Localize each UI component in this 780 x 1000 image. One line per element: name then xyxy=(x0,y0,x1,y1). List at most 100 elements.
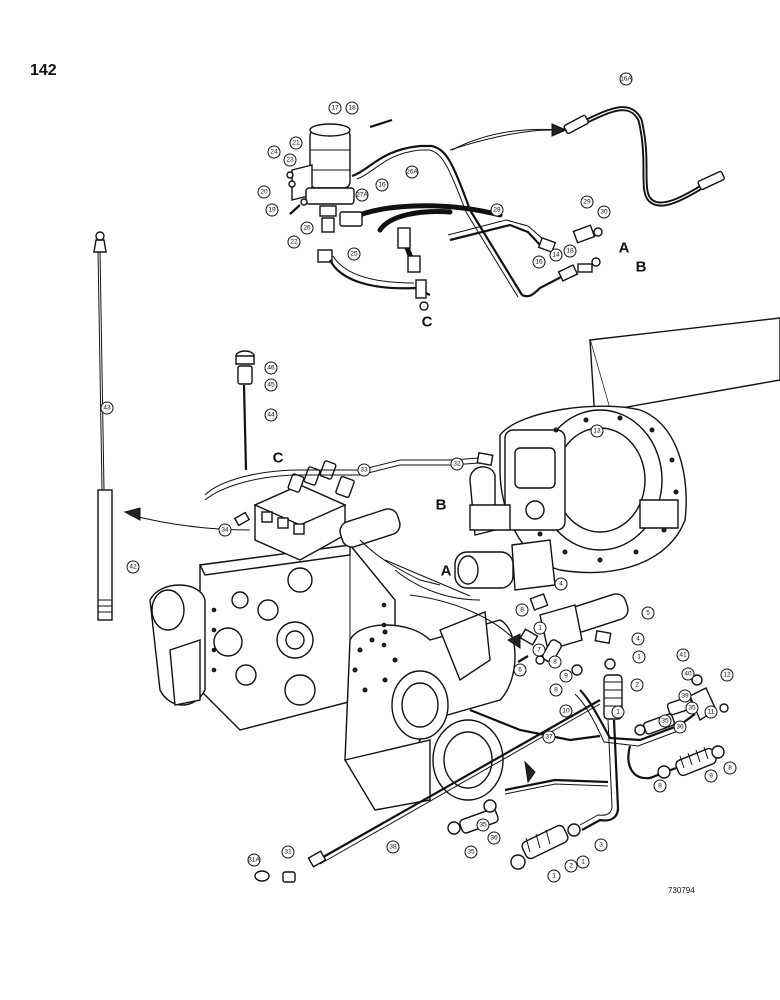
callout-14: 14 xyxy=(549,248,563,262)
svg-text:39: 39 xyxy=(681,693,689,700)
dipstick-tube xyxy=(93,231,113,621)
svg-text:1: 1 xyxy=(552,873,556,880)
letter-references: A B C C B A xyxy=(273,240,647,580)
callout-16: 16 xyxy=(532,255,546,269)
callout-8e: 8 xyxy=(653,779,667,793)
svg-text:36: 36 xyxy=(676,724,684,731)
callout-22: 21 xyxy=(289,136,303,150)
callout-46: 46 xyxy=(264,361,278,375)
filter-tubes xyxy=(329,144,603,311)
callout-10: 10 xyxy=(559,704,573,718)
callout-26a: 26 xyxy=(300,221,314,235)
callout-27a: 27A xyxy=(355,188,369,202)
callout-31a: 31A xyxy=(247,853,261,867)
callout-28: 28 xyxy=(490,203,504,217)
svg-text:38: 38 xyxy=(389,844,397,851)
letter-b-lower: B xyxy=(436,497,447,514)
svg-text:31: 31 xyxy=(284,849,292,856)
callout-8c: 8 xyxy=(549,683,563,697)
callout-29: 29 xyxy=(580,195,594,209)
svg-text:23: 23 xyxy=(286,157,294,164)
callout-36b: 36 xyxy=(487,831,501,845)
callout-44: 44 xyxy=(264,408,278,422)
svg-text:29: 29 xyxy=(583,199,591,206)
svg-text:35: 35 xyxy=(688,705,696,712)
callout-9b: 9 xyxy=(704,769,718,783)
callout-25: 24 xyxy=(267,145,281,159)
svg-text:28: 28 xyxy=(493,207,501,214)
callout-3: 3 xyxy=(594,838,608,852)
svg-text:45: 45 xyxy=(267,382,275,389)
svg-text:26A: 26A xyxy=(406,169,418,176)
callout-bubbles: 17 18 21 24 23 20 19 22 26 16 27A 26A 25… xyxy=(100,72,737,883)
callout-39: 39 xyxy=(678,689,692,703)
svg-text:44: 44 xyxy=(267,412,275,419)
svg-text:19: 19 xyxy=(268,207,276,214)
svg-text:10: 10 xyxy=(562,708,570,715)
direction-arrows xyxy=(123,123,568,784)
svg-text:24: 24 xyxy=(270,149,278,156)
letter-b-upper: B xyxy=(636,259,647,276)
svg-text:B: B xyxy=(636,259,647,276)
callout-1b: 1 xyxy=(632,650,646,664)
svg-text:8: 8 xyxy=(553,659,557,666)
svg-text:8: 8 xyxy=(658,783,662,790)
svg-text:7: 7 xyxy=(537,647,541,654)
svg-text:16A: 16A xyxy=(620,76,632,83)
callout-18: 17 xyxy=(328,101,342,115)
letter-a-upper: A xyxy=(619,240,630,257)
callout-35b: 35 xyxy=(658,714,672,728)
callout-17: 16 xyxy=(375,178,389,192)
svg-text:8: 8 xyxy=(554,687,558,694)
svg-text:35: 35 xyxy=(661,718,669,725)
filter-valve-5 xyxy=(517,593,629,676)
callout-41: 41 xyxy=(676,648,690,662)
svg-text:26: 26 xyxy=(303,225,311,232)
svg-text:6: 6 xyxy=(518,667,522,674)
svg-text:14: 14 xyxy=(552,252,560,259)
svg-text:42: 42 xyxy=(129,564,137,571)
svg-text:25: 25 xyxy=(350,251,358,258)
callout-35: 35 xyxy=(685,701,699,715)
callout-38: 38 xyxy=(386,840,400,854)
svg-text:4: 4 xyxy=(636,636,640,643)
svg-text:A: A xyxy=(619,240,630,257)
svg-text:1: 1 xyxy=(616,709,620,716)
svg-text:1: 1 xyxy=(637,654,641,661)
svg-text:9: 9 xyxy=(564,673,568,680)
svg-text:3: 3 xyxy=(599,842,603,849)
svg-text:43: 43 xyxy=(103,405,111,412)
letter-c-upper: C xyxy=(422,314,433,331)
callout-19b: 18 xyxy=(563,244,577,258)
callout-35d: 35 xyxy=(464,845,478,859)
callout-2: 2 xyxy=(630,678,644,692)
svg-text:1: 1 xyxy=(538,625,542,632)
svg-text:35: 35 xyxy=(479,822,487,829)
callout-32: 32 xyxy=(450,457,464,471)
callout-34: 34 xyxy=(218,523,232,537)
callout-43: 43 xyxy=(100,401,114,415)
svg-text:5: 5 xyxy=(646,610,650,617)
svg-text:36: 36 xyxy=(490,835,498,842)
letter-a-lower: A xyxy=(441,563,452,580)
svg-text:18: 18 xyxy=(348,105,356,112)
callout-30: 30 xyxy=(597,205,611,219)
svg-text:8: 8 xyxy=(520,607,524,614)
callout-6: 6 xyxy=(513,663,527,677)
callout-1d: 1 xyxy=(576,855,590,869)
svg-text:B: B xyxy=(436,497,447,514)
svg-text:A: A xyxy=(441,563,452,580)
svg-text:2: 2 xyxy=(635,682,639,689)
callout-12: 12 xyxy=(720,668,734,682)
svg-text:22: 22 xyxy=(290,239,298,246)
callout-1e: 1 xyxy=(547,869,561,883)
callout-21: 20 xyxy=(257,185,271,199)
callout-40: 40 xyxy=(681,667,695,681)
callout-26: 25 xyxy=(347,247,361,261)
svg-text:12: 12 xyxy=(723,672,731,679)
callout-31: 31 xyxy=(281,845,295,859)
callout-16a: 16A xyxy=(619,72,633,86)
svg-text:11: 11 xyxy=(708,709,715,716)
